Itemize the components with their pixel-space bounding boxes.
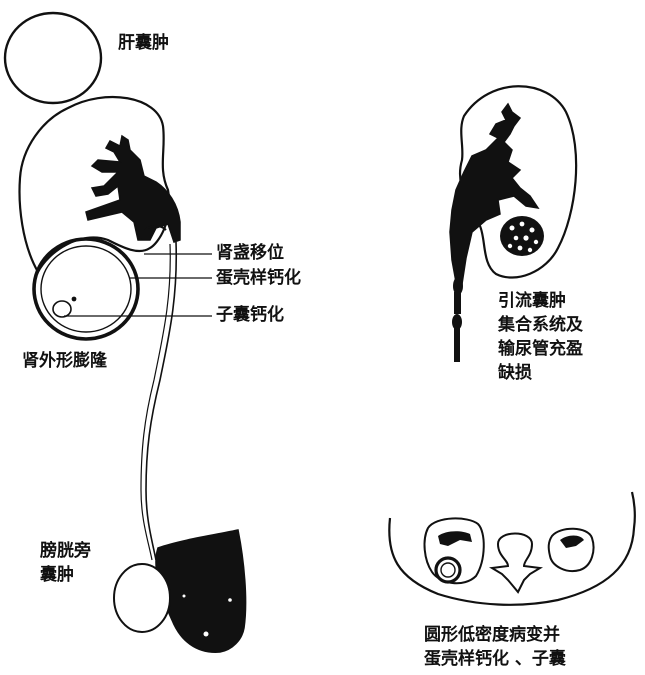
liver-cyst-circle [3,11,103,105]
right-ureter [454,328,460,362]
label-paravesical-cyst-2: 囊肿 [40,565,74,585]
label-ct-1: 圆形低密度病变并 [424,625,560,645]
left-ureter [145,241,178,561]
filling-defect [452,314,462,330]
left-collecting-system [85,134,181,243]
right-kidney-outline [459,85,578,279]
displaced-calyx [139,224,167,241]
daughter-cyst-dot [71,296,77,302]
label-kidney-bulge: 肾外形膨隆 [22,351,107,371]
label-liver-cyst: 肝囊肿 [118,33,169,53]
ct-vertebra [489,532,543,594]
filling-defect [453,277,463,295]
drained-cyst-bubbles [507,221,539,253]
left-ureter-inner [140,243,171,561]
label-paravesical-cyst-1: 膀胱旁 [40,541,91,561]
left-kidney-outline [18,96,171,275]
ct-cyst-outer [434,556,462,584]
daughter-cyst [52,300,72,318]
right-ureter [454,292,461,314]
ct-collecting-right [560,535,584,548]
ct-collecting-left [438,531,472,546]
label-ct-2: 蛋壳样钙化 、子囊 [424,649,566,669]
ct-kidney-right [547,527,595,572]
bladder-speck [203,631,209,637]
label-daughter-cyst-calcification: 子囊钙化 [216,305,284,325]
renal-cyst-outer [32,237,140,341]
bladder-speck [182,594,186,598]
label-drainage-4: 缺损 [498,363,532,383]
ct-body-outline [388,491,636,606]
bladder-speck [228,598,232,602]
label-calyx-displacement: 肾盏移位 [216,243,284,263]
ct-cyst-inner [440,562,456,578]
bladder [155,529,247,653]
renal-cyst-inner [40,245,132,333]
label-eggshell-calcification: 蛋壳样钙化 [216,268,301,288]
label-drainage-1: 引流囊肿 [498,291,566,311]
label-drainage-3: 输尿管充盈 [498,339,583,359]
paravesical-cyst [113,563,171,633]
ct-kidney-left [423,517,485,585]
label-drainage-2: 集合系统及 [498,315,583,335]
right-collecting-system [449,102,540,285]
